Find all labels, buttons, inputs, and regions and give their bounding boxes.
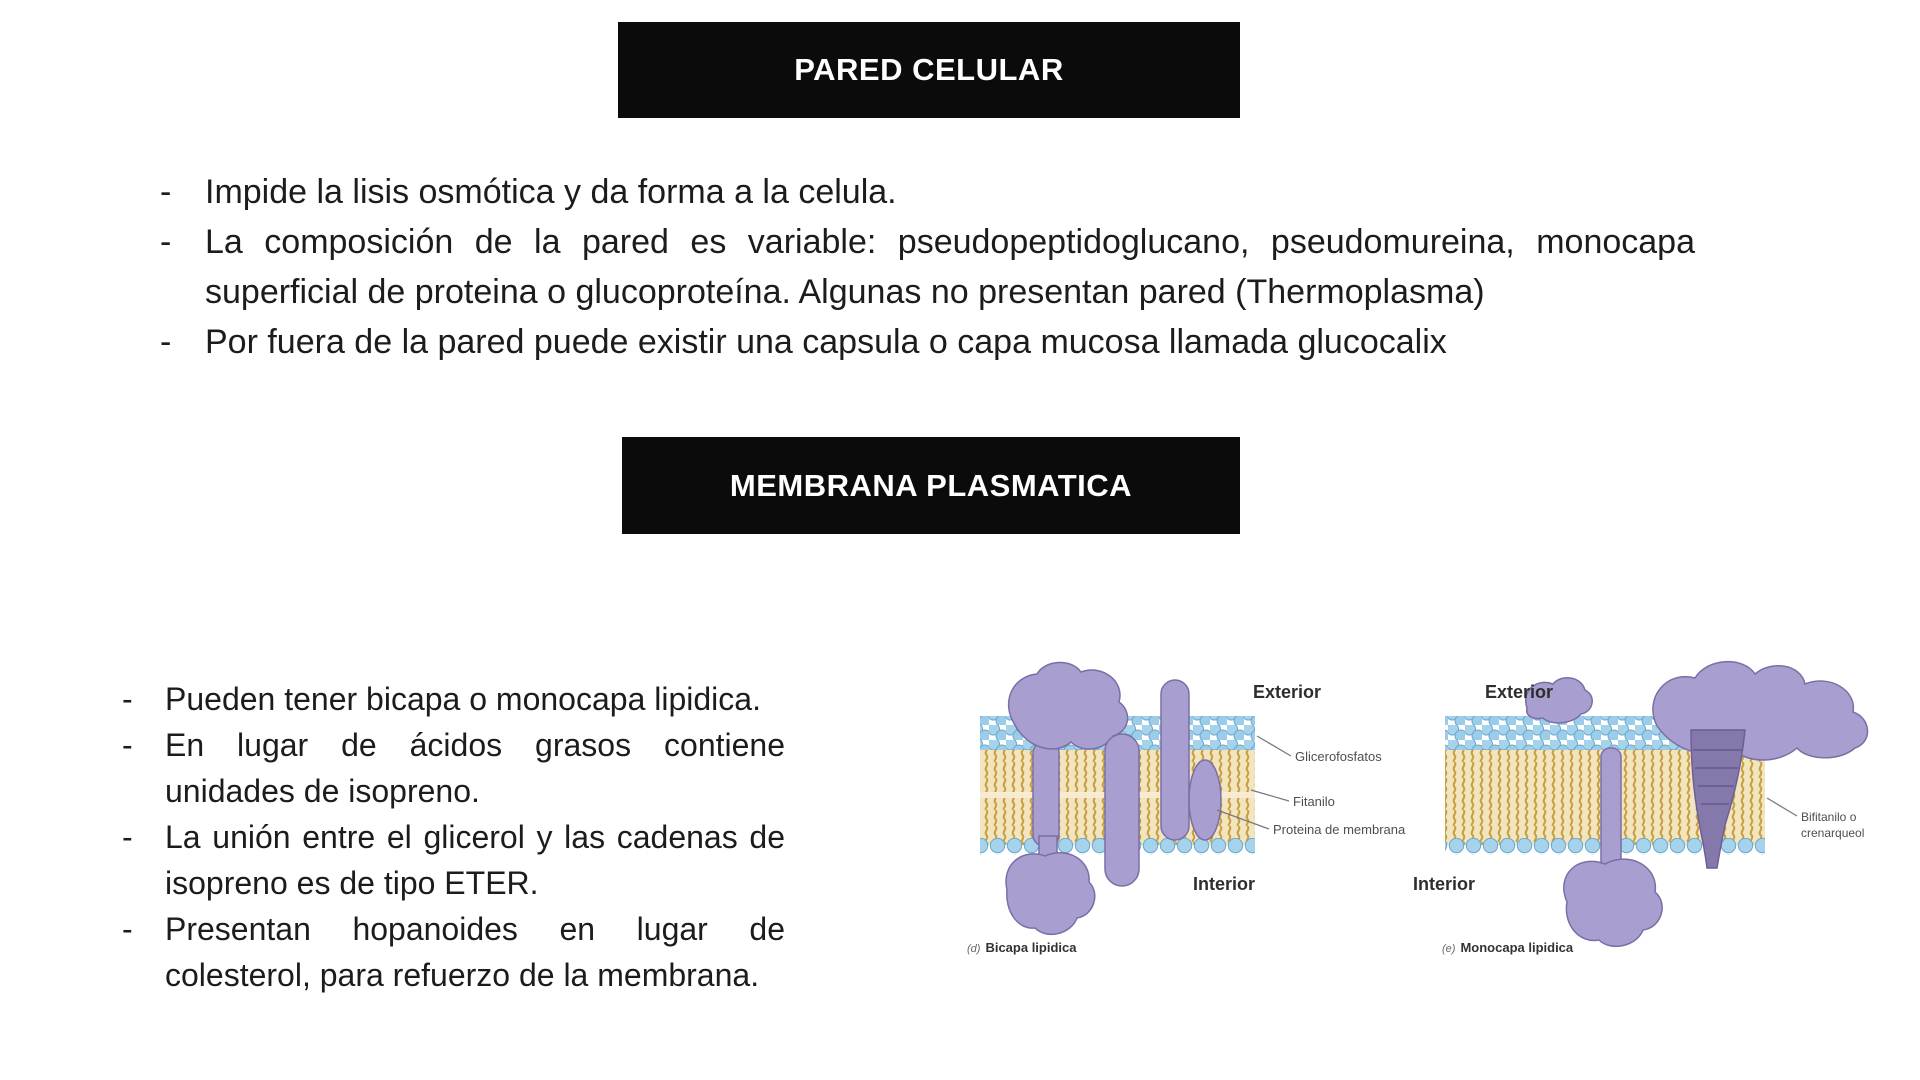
bicapa-surface-protein-blob: [1007, 661, 1129, 750]
bullet-item: Impide la lisis osmótica y da forma a la…: [160, 167, 1695, 217]
monocapa-interior-label: Interior: [1413, 874, 1475, 894]
bullet-item: La composición de la pared es variable: …: [160, 217, 1695, 317]
bifitanilo-label-line2: crenarqueol: [1801, 826, 1864, 840]
bicapa-membrane-protein: [1188, 759, 1222, 841]
monocapa-exterior-label: Exterior: [1485, 682, 1553, 702]
bullet-item: Presentan hopanoides en lugar de coleste…: [122, 906, 785, 998]
section-title-text: MEMBRANA PLASMATICA: [729, 467, 1133, 503]
membrane-diagram-figure: Exterior Interior Glicerofosfatos Fitani…: [967, 661, 1869, 955]
bullet-dash: [122, 676, 165, 722]
proteina-de-membrana-label: Proteina de membrana: [1273, 822, 1406, 837]
fitanilo-label: Fitanilo: [1293, 794, 1335, 809]
cone-protein-stripes: [1693, 749, 1742, 805]
bullet-text: La unión entre el glicerol y las cadenas…: [165, 819, 785, 901]
leader-line-proteina: [1216, 809, 1270, 830]
glicerofosfatos-label: Glicerofosfatos: [1295, 749, 1382, 764]
bullet-dash: [122, 814, 165, 860]
bicapa-interior-label: Interior: [1193, 874, 1255, 894]
bullet-text: Pueden tener bicapa o monocapa lipidica.: [165, 681, 761, 717]
monocapa-surface-protein-blob: [1524, 677, 1593, 724]
bullet-item: La unión entre el glicerol y las cadenas…: [122, 814, 785, 906]
leader-line-fitanilo: [1250, 789, 1290, 802]
membrana-bullet-list: Pueden tener bicapa o monocapa lipidica.…: [122, 676, 785, 998]
bullet-dash: [160, 167, 205, 217]
section-title-membrana-plasmatica: MEMBRANA PLASMATICA: [622, 437, 1240, 534]
bicapa-integral-protein-pillar: [1032, 741, 1060, 847]
bicapa-protruding-protein-pill: [1160, 679, 1190, 841]
bullet-dash: [160, 317, 205, 367]
pared-bullet-list: Impide la lisis osmótica y da forma a la…: [160, 167, 1695, 367]
bullet-text: La composición de la pared es variable: …: [205, 223, 1695, 311]
bullet-item: Pueden tener bicapa o monocapa lipidica.: [122, 676, 785, 722]
bullet-dash: [160, 217, 205, 267]
monocapa-large-exterior-protein-blob: [1652, 661, 1869, 761]
leader-line-bifitanilo: [1766, 797, 1798, 817]
bullet-dash: [122, 906, 165, 952]
bullet-text: Presentan hopanoides en lugar de coleste…: [165, 911, 785, 993]
bicapa-caption: (d)Bicapa lipidica: [967, 940, 1077, 955]
section-title-pared-celular: PARED CELULAR: [618, 22, 1240, 118]
bullet-dash: [122, 722, 165, 768]
monocapa-cone-protein: [1690, 729, 1746, 869]
bifitanilo-label-line1: Bifitanilo o: [1801, 810, 1857, 824]
bicapa-panel: Exterior Interior Glicerofosfatos Fitani…: [967, 661, 1406, 955]
bullet-item: En lugar de ácidos grasos contiene unida…: [122, 722, 785, 814]
section-title-text: PARED CELULAR: [794, 52, 1064, 87]
leader-line-glicerofosfatos: [1256, 735, 1292, 757]
bicapa-interior-protein-blob: [1005, 851, 1096, 936]
bicapa-exterior-label: Exterior: [1253, 682, 1321, 702]
monocapa-caption: (e)Monocapa lipidica: [1442, 940, 1574, 955]
monocapa-panel: Exterior Interior Bifitanilo o crenarque…: [1413, 661, 1869, 955]
bicapa-transmembrane-protein-pill: [1104, 733, 1140, 887]
bullet-item: Por fuera de la pared puede existir una …: [160, 317, 1695, 367]
bullet-text: Por fuera de la pared puede existir una …: [205, 323, 1447, 361]
bullet-text: Impide la lisis osmótica y da forma a la…: [205, 173, 897, 211]
monocapa-interior-protein-blob: [1563, 858, 1663, 948]
bullet-text: En lugar de ácidos grasos contiene unida…: [165, 727, 785, 809]
